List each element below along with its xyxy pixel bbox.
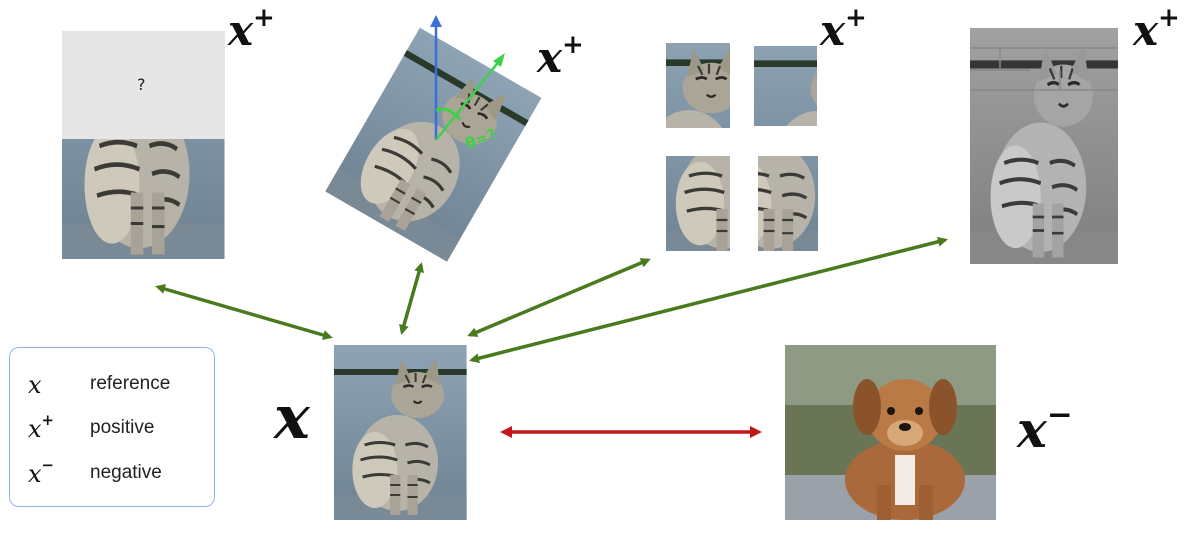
dog-photo-icon <box>785 345 996 520</box>
legend-box: x reference x+ positive x− negative <box>9 347 215 507</box>
cat-photo-icon <box>334 345 467 520</box>
jigsaw-patch-4 <box>758 156 818 251</box>
legend-row-reference: x reference <box>28 370 171 399</box>
positive-label-2: x+ <box>537 30 584 82</box>
arrow-jigsaw <box>467 258 651 337</box>
negative-dog <box>785 345 996 520</box>
legend-row-positive: x+ positive <box>28 411 155 443</box>
positive-label-4: x+ <box>1133 3 1180 55</box>
cat-photo-icon <box>62 31 225 259</box>
legend-row-negative: x− negative <box>28 456 162 488</box>
grayscale-cat-view <box>970 28 1118 264</box>
arrow-rotation <box>399 262 424 335</box>
cat-photo-icon <box>323 26 544 264</box>
masked-cat-view: ? <box>62 31 225 259</box>
positive-label-3: x+ <box>820 3 867 55</box>
legend-label: positive <box>90 417 155 438</box>
unknown-mark: ? <box>137 75 146 94</box>
cat-photo-icon <box>970 28 1118 264</box>
reference-label: x <box>274 383 310 453</box>
jigsaw-patch-1 <box>666 43 730 128</box>
legend-label: reference <box>90 373 171 394</box>
negative-label: x− <box>1017 396 1073 459</box>
arrow-inpaint <box>155 284 333 340</box>
jigsaw-patch-2 <box>754 46 817 126</box>
reference-cat <box>334 345 467 520</box>
jigsaw-patch-3 <box>666 156 730 251</box>
legend-label: negative <box>90 462 162 483</box>
rotated-cat-view <box>323 15 544 264</box>
positive-label-1: x+ <box>228 3 275 55</box>
